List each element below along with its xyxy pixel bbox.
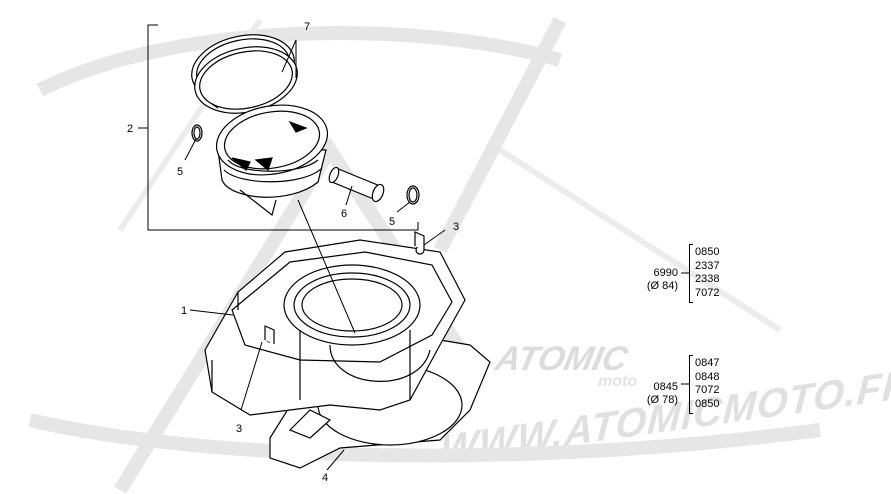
part-code: 7072 [695,286,720,299]
part-code: 2338 [695,273,720,285]
watermark-sub: moto [598,373,638,390]
legend-group-a-bracket [689,244,693,303]
part-code: 0850 [695,246,720,258]
group-2-bracket [138,24,419,231]
leader-lines [184,39,446,471]
callout-6: 6 [341,208,347,220]
part-code: 0848 [695,370,720,383]
legend-group-a-bore: (Ø 84) [646,280,678,292]
callout-7: 7 [304,21,310,33]
piston-pin [328,166,385,203]
part-code: 0847 [695,357,720,369]
legend-group-b-codes: 0847 0848 7072 0850 [695,357,719,411]
circlip-right [406,185,420,205]
callout-4: 4 [322,472,328,484]
legend-group-b-bore: (Ø 78) [646,394,678,406]
legend-group-a-label: 6990 (Ø 84) [628,267,678,293]
legend-group-b-label: 0845 (Ø 78) [628,381,678,407]
legend-connectors [681,272,689,385]
piston [215,104,329,217]
legend-group-b-bracket [689,355,693,414]
legend-group-a-ref: 6990 [653,267,678,279]
part-code: 7072 [695,384,720,396]
circlip-left [191,124,203,142]
callout-2: 2 [127,123,133,135]
callout-1: 1 [181,305,187,317]
legend-group-b-ref: 0845 [653,381,678,393]
callout-5-left: 5 [177,166,183,178]
cylinder [204,231,466,416]
part-code: 0850 [695,397,720,410]
part-code: 2337 [695,259,720,272]
legend-group-a-codes: 0850 2337 2338 7072 [695,246,719,300]
callout-3-bottom: 3 [236,423,242,435]
callout-5-right: 5 [389,216,395,228]
piston-rings [191,34,298,131]
callout-3-top: 3 [453,221,459,233]
